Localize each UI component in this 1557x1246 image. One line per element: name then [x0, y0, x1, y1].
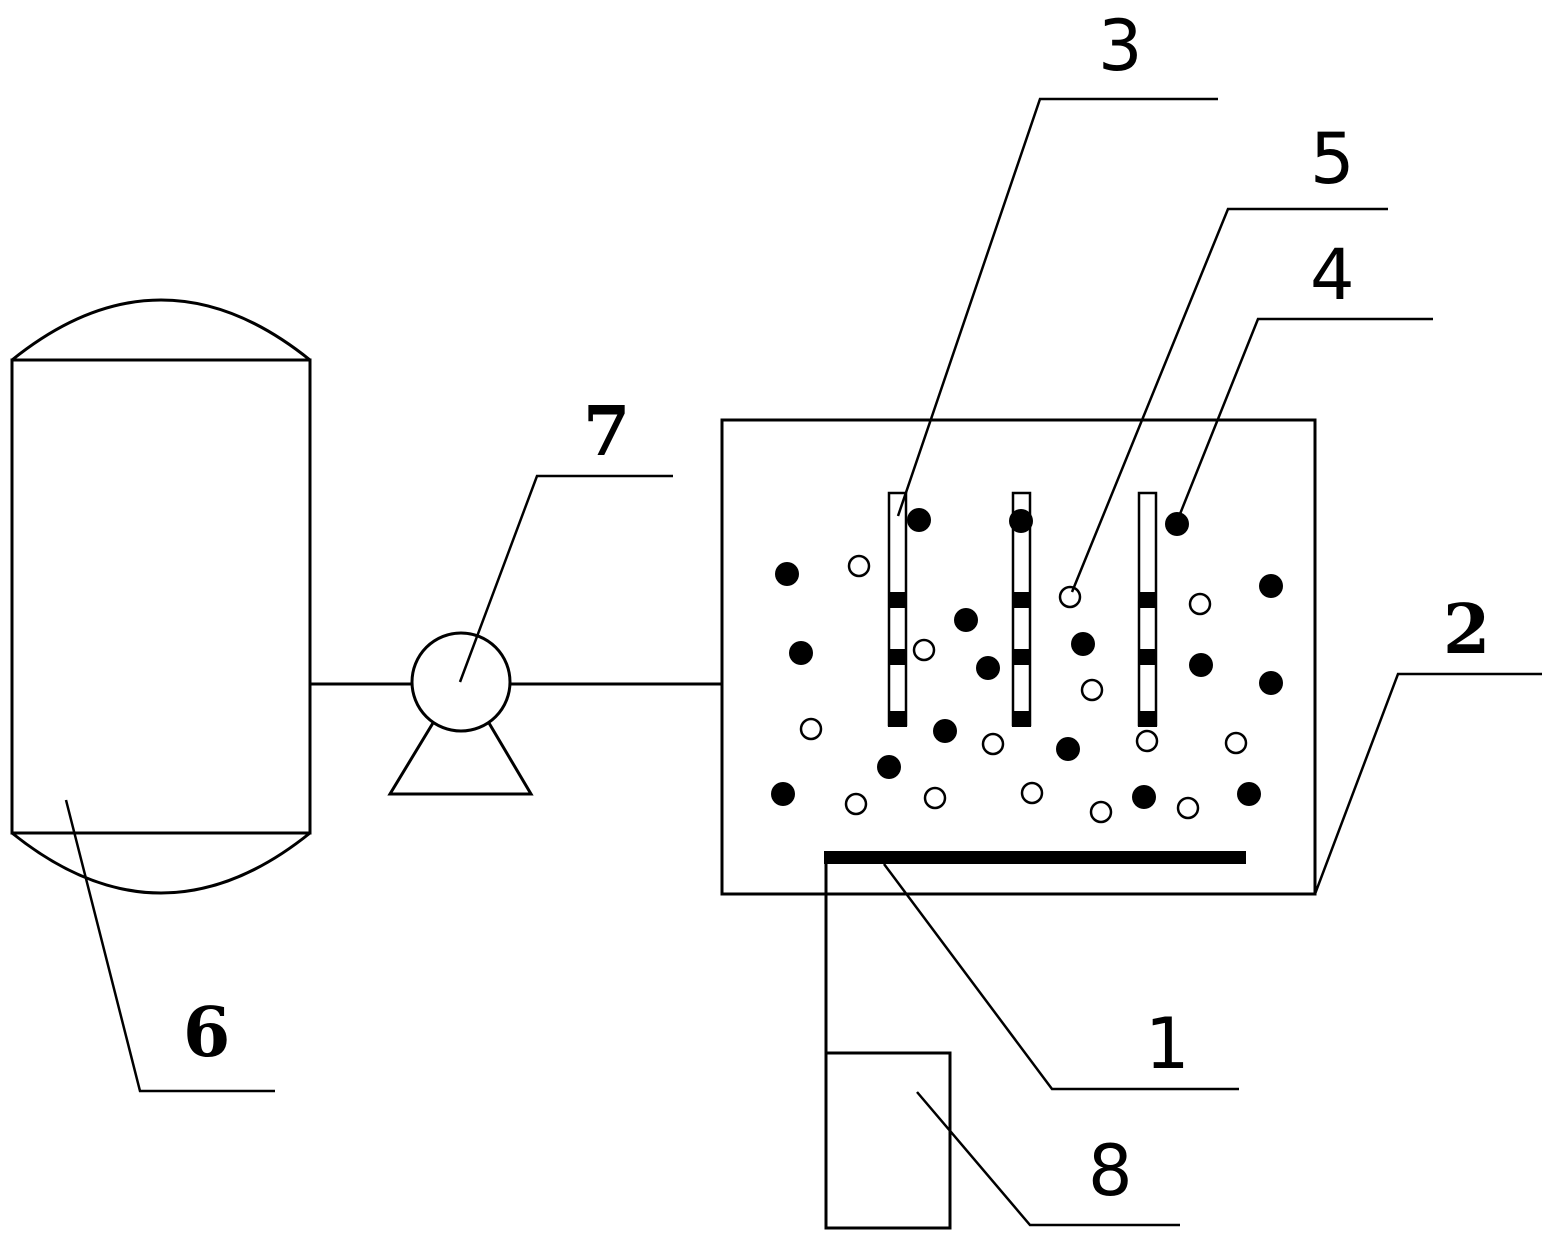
hollow-particle: [981, 732, 1005, 756]
leader-line-6: [64, 799, 275, 1093]
hollow-particle: [923, 786, 947, 810]
reaction-vessel: [720, 418, 1317, 896]
leader-lines: [64, 97, 1542, 1227]
label-2: 2: [1443, 590, 1490, 670]
hollow-particle: [1176, 796, 1200, 820]
filled-particle: [771, 782, 795, 806]
power-supply: [824, 1051, 952, 1230]
electrode-plate: [887, 491, 908, 727]
filled-particle: [775, 562, 799, 586]
hollow-particle: [1224, 731, 1248, 755]
electrode-group: [887, 491, 1158, 727]
label-8: 8: [1088, 1130, 1133, 1212]
hollow-particle: [912, 638, 936, 662]
filled-particle: [1009, 509, 1033, 533]
label-3: 3: [1098, 5, 1143, 87]
filled-particle: [954, 608, 978, 632]
hollow-particle: [847, 554, 871, 578]
particle-group: [771, 508, 1283, 824]
storage-tank-body: [10, 358, 312, 835]
pump: [387, 631, 534, 796]
leader-line-2: [1313, 672, 1542, 895]
leader-line-7: [458, 474, 673, 683]
leader-line-3: [896, 97, 1218, 517]
hollow-particle: [799, 717, 823, 741]
hollow-particle: [1020, 781, 1044, 805]
filled-particle: [976, 656, 1000, 680]
storage-tank-bottom-cap: [11, 831, 311, 895]
filled-particle: [1056, 737, 1080, 761]
leader-line-8: [916, 1091, 1180, 1227]
filled-particle: [1237, 782, 1261, 806]
filled-particle: [1132, 785, 1156, 809]
leader-line-1: [882, 863, 1239, 1091]
filled-particle: [1165, 512, 1189, 536]
electrode-plate: [1137, 491, 1158, 727]
label-5: 5: [1310, 118, 1355, 200]
filled-particle: [1071, 632, 1095, 656]
hollow-particle: [1188, 592, 1212, 616]
leader-line-4: [1178, 317, 1433, 515]
label-1: 1: [1145, 1003, 1190, 1085]
hollow-particle: [1135, 729, 1159, 753]
electrode-plate: [1011, 491, 1032, 727]
filled-particle: [789, 641, 813, 665]
filled-particle: [1189, 653, 1213, 677]
leader-line-5: [1070, 207, 1388, 593]
label-7: 7: [583, 392, 630, 472]
label-6: 6: [183, 993, 230, 1073]
hollow-particle: [1080, 678, 1104, 702]
callout-labels: 3 5 4 7 2 1 6 8: [183, 5, 1490, 1212]
storage-tank-top-cap: [11, 298, 311, 362]
hollow-particle: [1058, 585, 1082, 609]
label-4: 4: [1310, 234, 1355, 316]
filled-particle: [907, 508, 931, 532]
hollow-particle: [1089, 800, 1113, 824]
filled-particle: [877, 755, 901, 779]
filled-particle: [933, 719, 957, 743]
bottom-plate: [824, 851, 1246, 864]
filled-particle: [1259, 671, 1283, 695]
filled-particle: [1259, 574, 1283, 598]
storage-tank: [10, 298, 312, 895]
hollow-particle: [844, 792, 868, 816]
